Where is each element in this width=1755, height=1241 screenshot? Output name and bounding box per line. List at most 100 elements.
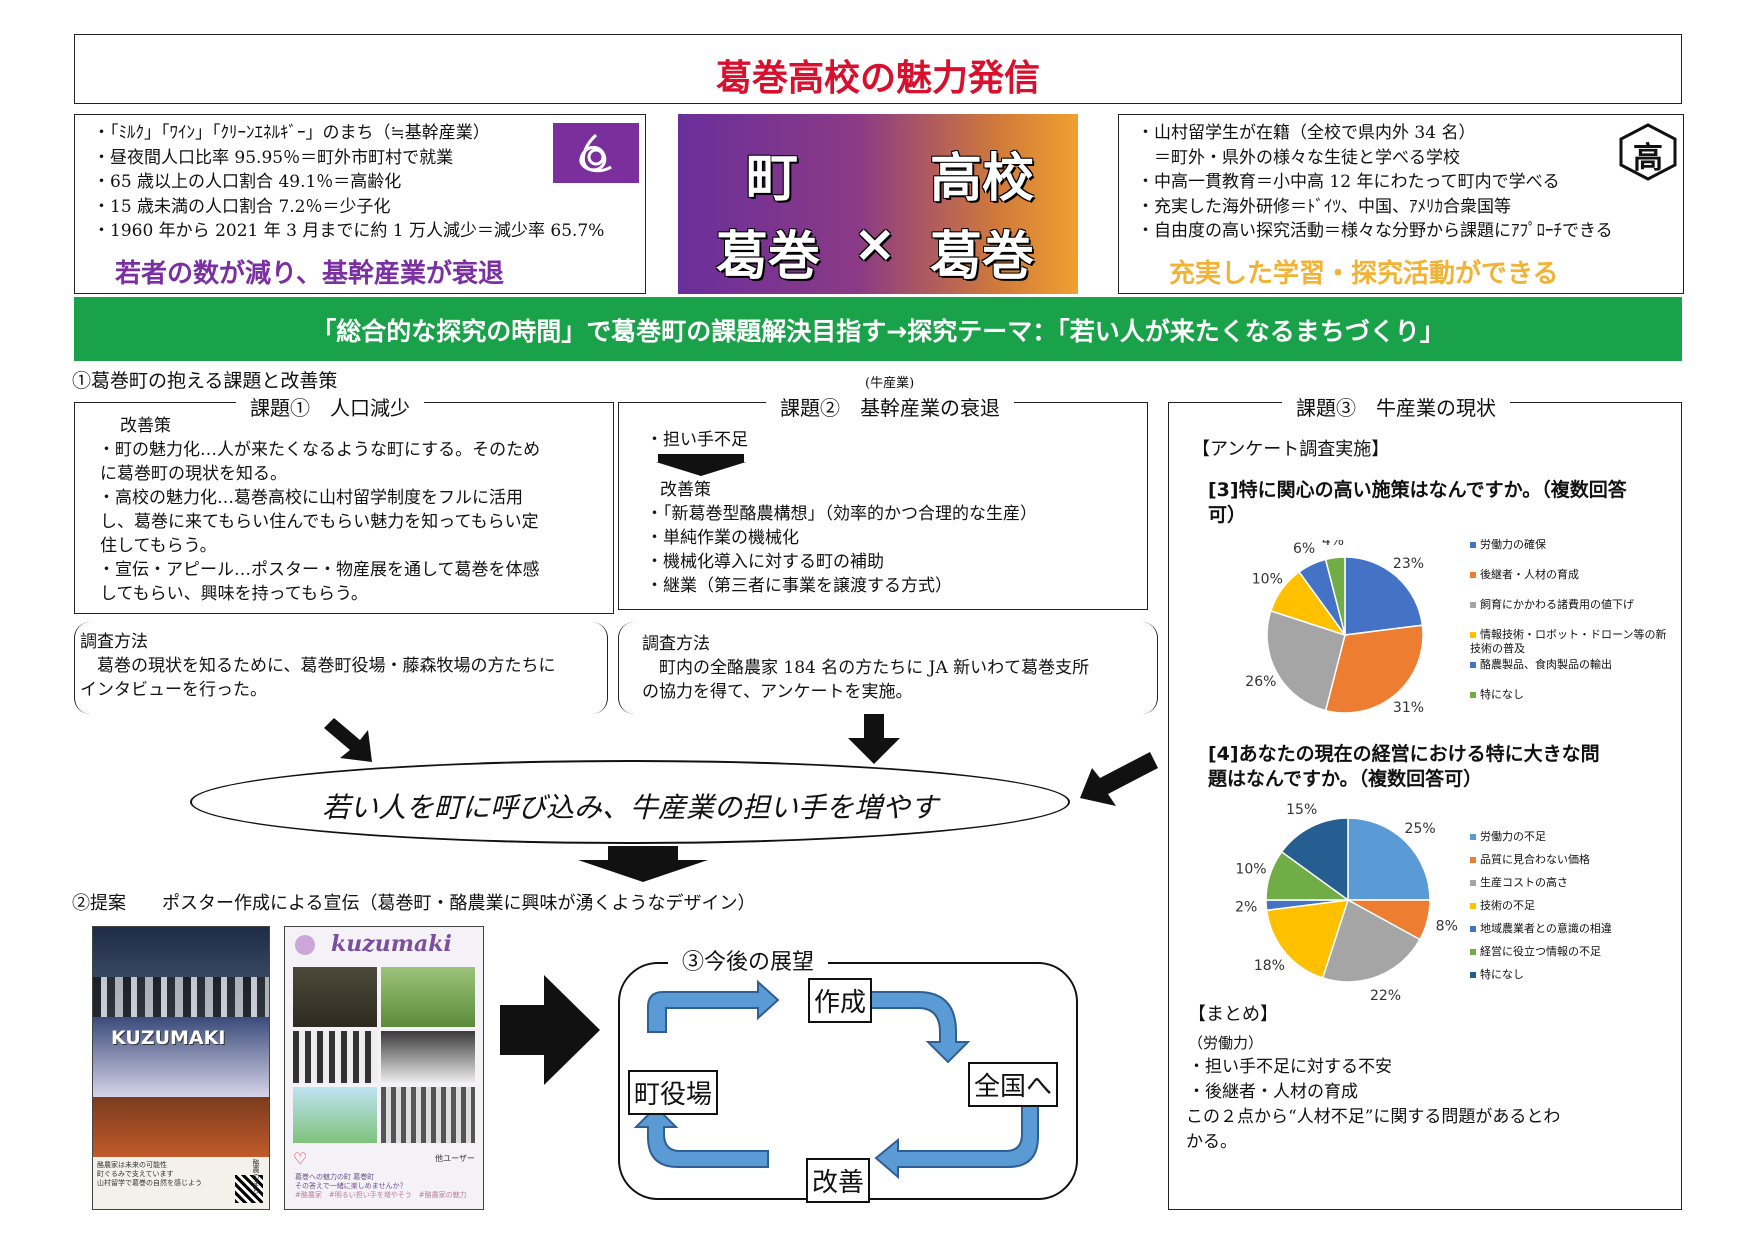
school-emblem-icon: 高 (1619, 123, 1677, 181)
cows-photo (93, 977, 269, 1017)
pie-slice (1347, 817, 1431, 901)
legend-swatch (1470, 572, 1476, 578)
school-fact: ・中高一貫教育＝小中高 12 年にわたって町内で学べる (1137, 172, 1560, 192)
legend-swatch (1470, 632, 1476, 638)
poster1-title: KUZUMAKI (111, 1027, 226, 1049)
chart2-title: [4]あなたの現在の経営における特に大きな問題はなんですか。（複数回答可） (1208, 742, 1618, 792)
issue2-line: ・「新葛巻型酪農構想」（効率的かつ合理的な生産） (646, 504, 1037, 524)
school-fact: ・山村留学生が在籍（全校で県内外 34 名） (1137, 123, 1476, 143)
legend-item: 技術の不足 (1470, 899, 1670, 913)
chart1-pie: 23%31%26%10%6%4% (1245, 540, 1424, 716)
vs-town: 町 (746, 149, 799, 209)
issue1-line: ・町の魅力化…人が来たくなるような町にする。そのため (98, 440, 541, 460)
cycle-improve: 改善 (806, 1158, 871, 1203)
pie-data-label: 4% (1322, 540, 1344, 549)
cycle-arrows (633, 979, 1039, 1180)
avatar (295, 935, 315, 955)
down-arrow-icon (656, 454, 746, 480)
legend-item: 飼育にかかわる諸費用の値下げ (1470, 598, 1670, 612)
pie-slice (1266, 609, 1346, 712)
poster-kuzumaki-photo: KUZUMAKI 酪農家は未来の可能性 町ぐるみで支えています 山村留学で葛巻の… (92, 926, 270, 1210)
poster2-tags: #酪農家 #明るい担い手を増やそう #酪農家の魅力 (295, 1191, 467, 1199)
pie-data-label: 23% (1393, 556, 1424, 572)
school-emblem-text: 高 (1633, 141, 1663, 176)
legend-item: 品質に見合わない価格 (1470, 853, 1670, 867)
town-fact: ・昼夜間人口比率 95.95％＝町外市町村で就業 (93, 147, 454, 168)
goal-text: 若い人を町に呼び込み、牛産業の担い手を増やす (321, 791, 938, 824)
poster1-caption: 酪農家は未来の可能性 町ぐるみで支えています 山村留学で葛巻の自然を感じよう (97, 1161, 202, 1188)
pie-data-label: 10% (1235, 861, 1266, 877)
issue1-line: し、葛巻に来てもらい住んでもらい魅力を知ってもらい定 (100, 512, 539, 532)
issue3-label: 課題③ 牛産業の現状 (1282, 392, 1510, 421)
summary-line: この２点から“人材不足”に関する問題があるとわ (1186, 1107, 1561, 1127)
town-facts-list: ・「ﾐﾙｸ」「ﾜｲﾝ」「ｸﾘｰﾝｴﾈﾙｷﾞｰ」のまち（≒基幹産業） ・昼夜間人口… (93, 121, 604, 244)
legend-item: 地域農業者との意識の相違 (1470, 922, 1670, 936)
poster1-caption-line: 山村留学で葛巻の自然を感じよう (97, 1179, 202, 1187)
summary-heading: 【まとめ】 (1188, 1004, 1278, 1025)
heart-icon: ♡ (293, 1149, 308, 1168)
chart1-title-text: [3]特に関心の高い施策はなんですか。（複数回答可） (1208, 479, 1627, 526)
building-photo (93, 1097, 269, 1157)
issue2-heading: 改善策 (660, 480, 711, 500)
cycle-town-office: 町役場 (628, 1070, 719, 1115)
legend-item: 生産コストの高さ (1470, 876, 1670, 890)
vs-x: × (853, 214, 897, 274)
town-fact: ・65 歳以上の人口割合 49.1％＝高齢化 (93, 172, 402, 192)
legend-swatch (1470, 542, 1476, 548)
cycle-arrow-left-icon (633, 1105, 769, 1168)
theme-banner-text: 「総合的な探究の時間」で葛巻町の課題解決目指す→探究テーマ：「若い人が来たくなる… (311, 317, 1445, 346)
legend-item: 特になし (1470, 968, 1670, 982)
issue2-lack: ・担い手不足 (646, 430, 748, 450)
triquetra-town-emblem-icon (553, 123, 639, 183)
chart1-title: [3]特に関心の高い施策はなんですか。（複数回答可） (1208, 478, 1628, 528)
legend-label: 技術の不足 (1480, 899, 1535, 912)
poster2-caption: 葛巻への魅力の町 葛巻町 その答えで一緒に楽しめませんか？ #酪農家 #明るい担… (295, 1173, 467, 1200)
issue1-line: してもらい、興味を持ってもらう。 (100, 584, 368, 604)
cow-photo (293, 967, 377, 1027)
issue1-line: に葛巻町の現状を知る。 (100, 464, 287, 484)
issue3-survey: 【アンケート調査実施】 (1192, 439, 1390, 460)
issue1-survey-line: 葛巻の現状を知るために、葛巻町役場・藤森牧場の方たちに (80, 656, 556, 676)
school-slogan: 充実した学習・探究活動ができる (1169, 259, 1559, 289)
issue2-line: ・単純作業の機械化 (646, 528, 799, 548)
legend-item: 後継者・人材の育成 (1470, 568, 1670, 582)
goal-ellipse: 若い人を町に呼び込み、牛産業の担い手を増やす (190, 760, 1070, 844)
chart2-legend: 労働力の不足品質に見合わない価格生産コストの高さ技術の不足地域農業者との意識の相… (1470, 830, 1680, 1000)
issue1-line: ・高校の魅力化…葛巻高校に山村留学制度をフルに活用 (98, 488, 523, 508)
chart2-title-text: [4]あなたの現在の経営における特に大きな問題はなんですか。（複数回答可） (1208, 743, 1600, 790)
stalls-photo (381, 1087, 475, 1143)
town-facts-box: ・「ﾐﾙｸ」「ﾜｲﾝ」「ｸﾘｰﾝｴﾈﾙｷﾞｰ」のまち（≒基幹産業） ・昼夜間人口… (74, 114, 646, 294)
summary-line: （労働力） (1188, 1034, 1264, 1052)
legend-label: 労働力の確保 (1480, 538, 1546, 551)
cycle-arrow-top-icon (647, 979, 780, 1033)
poster1-caption-line: 町ぐるみで支えています (97, 1170, 174, 1178)
issue2-survey-box (618, 622, 1158, 714)
summary-line: ・担い手不足に対する不安 (1188, 1057, 1392, 1077)
legend-item: 情報技術・ロボット・ドローン等の新技術の普及 (1470, 628, 1670, 656)
section1-heading: ①葛巻町の抱える課題と改善策 (72, 370, 338, 392)
issue2-ruby: (牛産業) (865, 376, 915, 391)
section2-heading: ②提案 ポスター作成による宣伝（葛巻町・酪農業に興味が湧くようなデザイン） (72, 893, 756, 914)
issue2-survey-line: 町内の全酪農家 184 名の方たちに JA 新いわて葛巻支所 (642, 658, 1090, 678)
pie-data-label: 10% (1252, 572, 1283, 588)
cycle-arrow-right-icon (847, 991, 971, 1064)
pie-data-label: 15% (1286, 802, 1317, 818)
legend-label: 特になし (1480, 688, 1524, 701)
sky-photo (93, 1017, 269, 1097)
title-box: 葛巻高校の魅力発信 (74, 34, 1682, 104)
theme-banner: 「総合的な探究の時間」で葛巻町の課題解決目指す→探究テーマ：「若い人が来たくなる… (74, 297, 1682, 361)
pie-slice (1280, 817, 1349, 902)
poster2-caption-line: その答えで一緒に楽しめませんか？ (295, 1182, 407, 1190)
legend-label: 特になし (1480, 968, 1524, 981)
school-facts-list: ・山村留学生が在籍（全校で県内外 34 名） ＝町外・県外の様々な生徒と学べる学… (1137, 121, 1613, 244)
town-slogan: 若者の数が減り、基幹産業が衰退 (115, 259, 504, 289)
school-fact: ・自由度の高い探究活動＝様々な分野から課題にｱﾌﾟﾛｰﾁできる (1137, 221, 1613, 241)
poster2-caption-line: 葛巻への魅力の町 葛巻町 (295, 1173, 375, 1181)
down-right-arrow-icon (320, 718, 376, 770)
legend-swatch (1470, 880, 1476, 886)
legend-item: 経営に役立つ情報の不足 (1470, 945, 1670, 959)
legend-label: 労働力の不足 (1480, 830, 1546, 843)
poster1-side: 酪農のまち (252, 1159, 260, 1194)
issue1-label: 課題① 人口減少 (236, 392, 424, 421)
poster1-caption-area: 酪農家は未来の可能性 町ぐるみで支えています 山村留学で葛巻の自然を感じよう (93, 1157, 269, 1209)
